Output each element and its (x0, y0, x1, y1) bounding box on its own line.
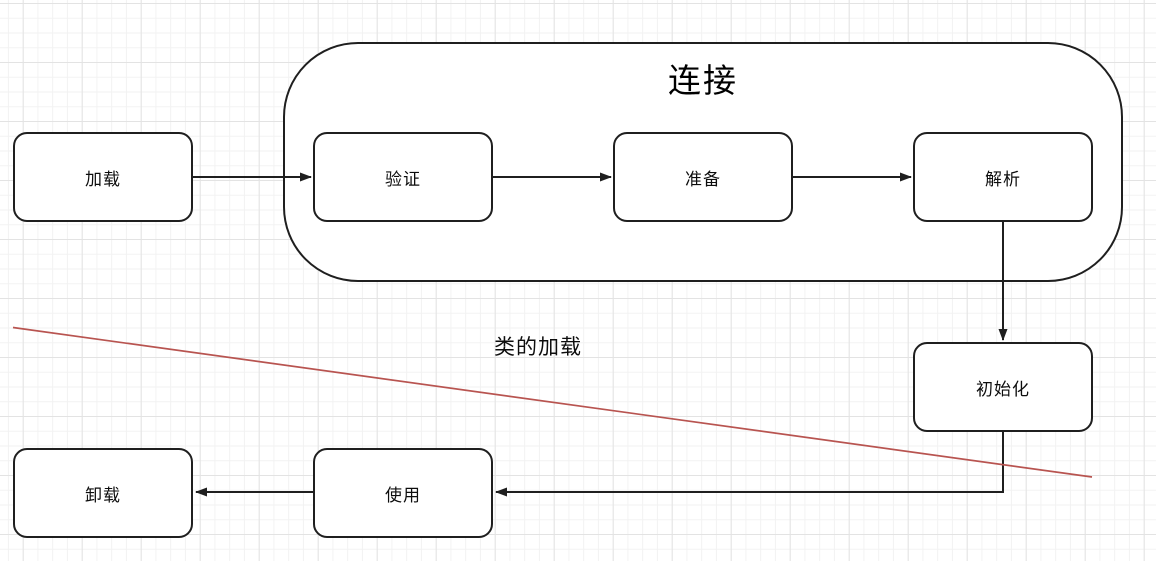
node-unload[interactable]: 卸载 (13, 448, 193, 538)
red-divider-line[interactable] (12, 326, 1093, 478)
node-initialize[interactable]: 初始化 (913, 342, 1093, 432)
node-unload-label: 卸载 (85, 485, 121, 505)
node-verify-label: 验证 (385, 169, 421, 189)
node-resolve[interactable]: 解析 (913, 132, 1093, 222)
node-use[interactable]: 使用 (313, 448, 493, 538)
node-load[interactable]: 加载 (13, 132, 193, 222)
node-resolve-label: 解析 (985, 169, 1021, 189)
node-prepare[interactable]: 准备 (613, 132, 793, 222)
class-loading-annotation: 类的加载 (494, 336, 582, 359)
node-use-label: 使用 (385, 485, 421, 505)
node-verify[interactable]: 验证 (313, 132, 493, 222)
node-prepare-label: 准备 (685, 169, 721, 189)
group-link-title: 连接 (668, 62, 738, 99)
node-load-label: 加载 (85, 169, 121, 189)
node-initialize-label: 初始化 (976, 379, 1030, 399)
edge-initialize-to-use[interactable] (495, 432, 1004, 497)
